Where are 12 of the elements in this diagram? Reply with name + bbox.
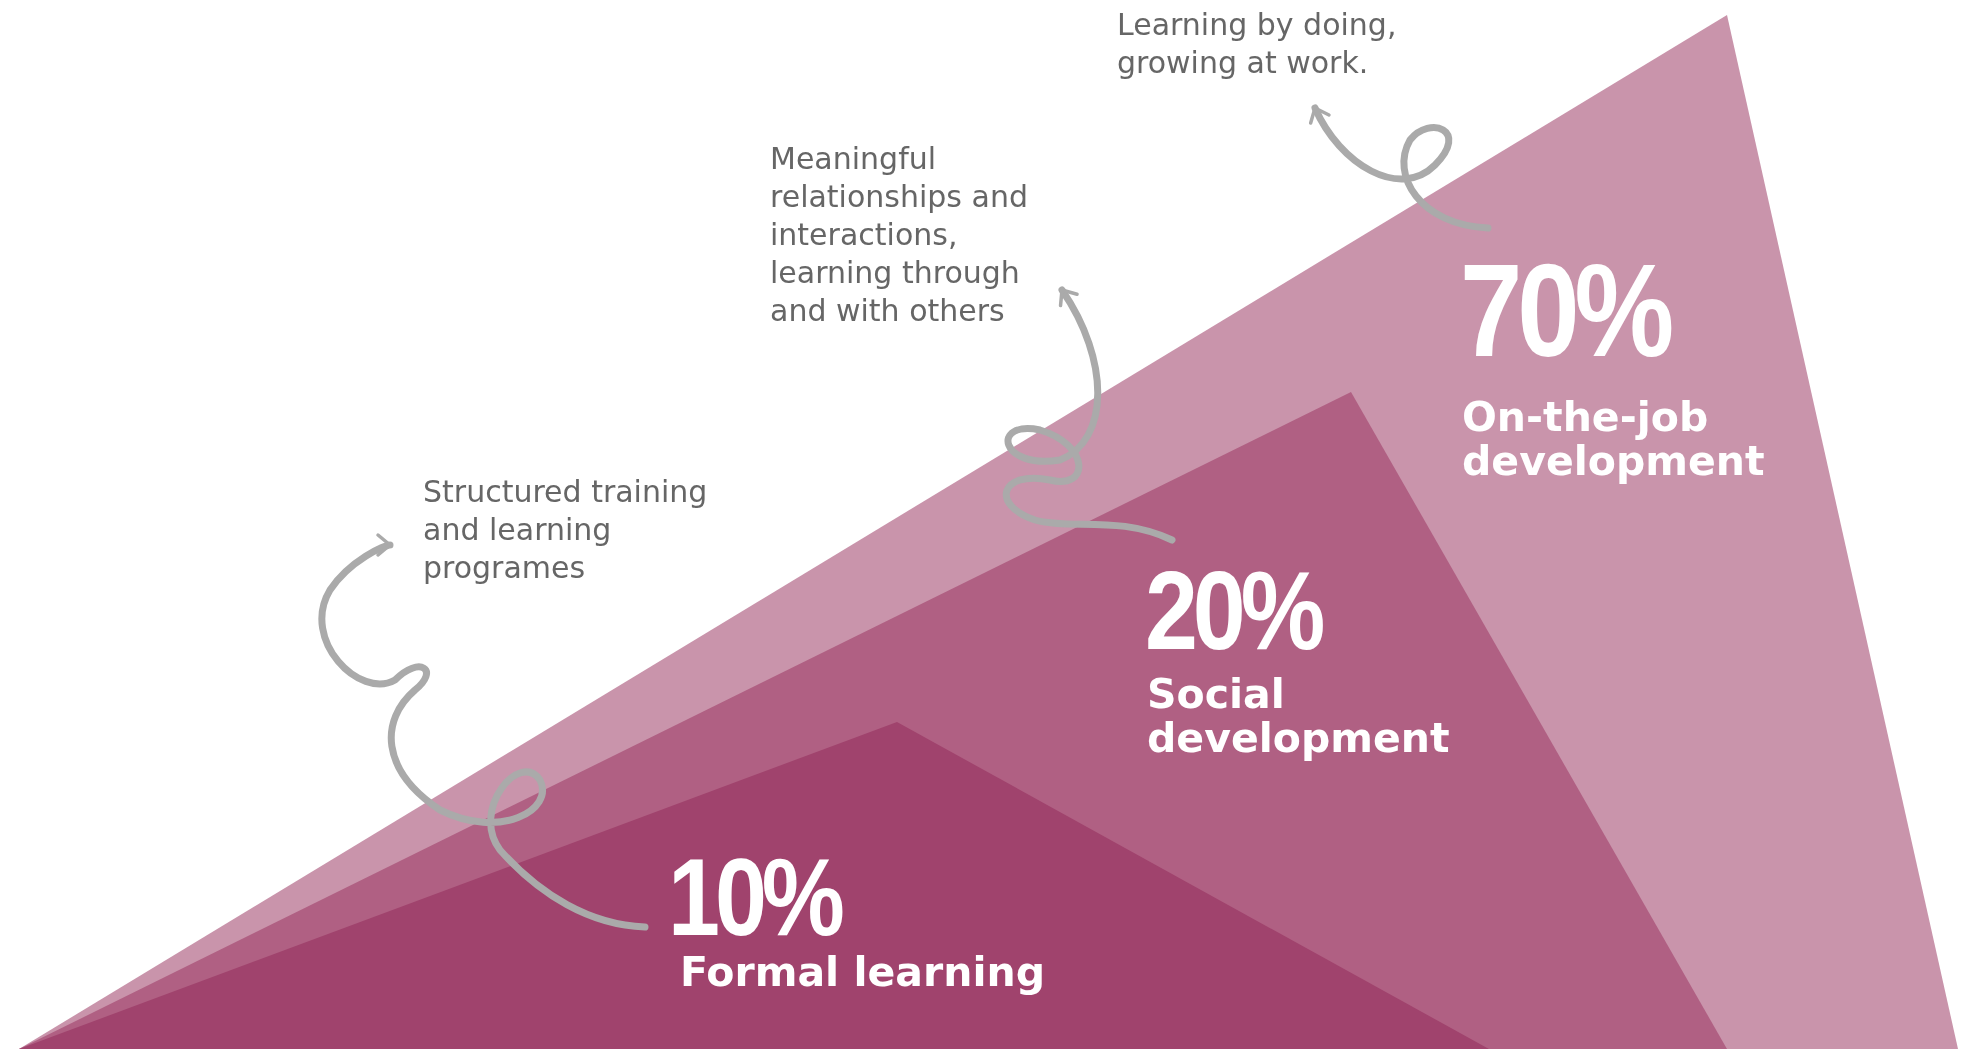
description-text: Structured training and learning programes [423,473,709,587]
category-label: Social development [1147,672,1451,760]
category-label: Formal learning [680,950,1046,994]
curly-arrow [1002,286,1176,544]
description-text: Meaningful relationships and interactions, learning through and with others [770,140,1029,330]
curly-arrow [1309,104,1492,232]
percentage-value: 20% [1145,555,1321,667]
description-text: Learning by doing, growing at work. [1117,6,1398,82]
category-label: On-the-job development [1462,395,1762,483]
percentage-value: 70% [1460,245,1670,377]
percentage-value: 10% [668,842,840,952]
curly-arrow [318,535,649,931]
